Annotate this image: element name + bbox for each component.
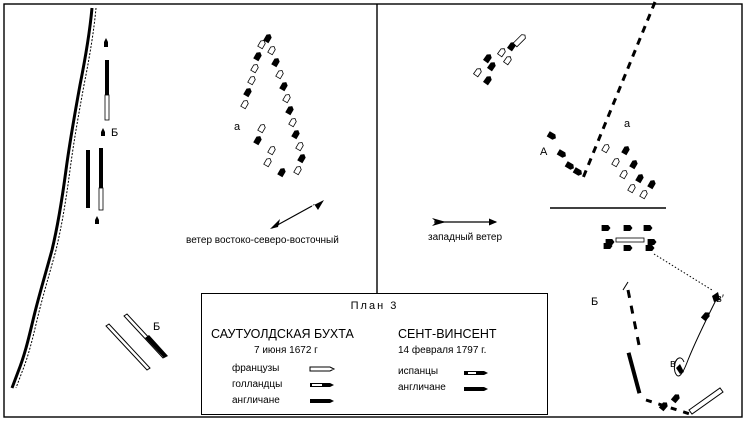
ship-icon — [253, 52, 262, 62]
battle1-name: САУТУОЛДСКАЯ БУХТА — [211, 327, 354, 341]
ship-icon — [263, 158, 272, 168]
left-mark-b-upper: Б — [111, 127, 119, 139]
right-ship-groups — [473, 34, 710, 412]
right-bottom-line — [622, 281, 724, 416]
ship-icon — [639, 190, 648, 200]
legend-box: План 3 САУТУОЛДСКАЯ БУХТА 7 июня 1672 г … — [201, 293, 548, 415]
battle1-date: 7 июня 1672 г — [254, 345, 318, 356]
manoeuvre-ship — [712, 292, 720, 302]
left-ship-columns — [240, 34, 306, 178]
right-dashed-line-main — [581, 1, 657, 179]
dotted-connector — [653, 253, 713, 291]
ship-icon — [271, 58, 280, 68]
ship-icon — [623, 245, 633, 251]
plan-title: План 3 — [350, 300, 399, 312]
ship-icon — [572, 167, 582, 176]
battle2-date: 14 февраля 1797 г. — [398, 345, 487, 356]
ship-icon — [647, 180, 656, 190]
legend-french-symbol — [309, 366, 336, 372]
ship-icon — [621, 146, 630, 156]
ship-icon — [288, 118, 297, 128]
ship-icon — [611, 158, 620, 168]
ship-icon — [601, 144, 610, 154]
ship-icon — [546, 131, 556, 140]
left-wind-arrow-head — [270, 219, 280, 229]
ship-icon — [282, 94, 291, 104]
right-mark-a: а — [624, 118, 631, 130]
manoeuvre-path — [673, 299, 717, 377]
right-mark-A: А — [540, 146, 548, 158]
left-wind-label: ветер востоко-северо-восточный — [186, 235, 339, 246]
left-mark-b-lower: Б — [153, 321, 161, 333]
ship-icon — [643, 225, 653, 231]
left-shore-fleet — [86, 38, 110, 224]
left-mark-a: а — [234, 121, 241, 133]
small-ship-c — [676, 364, 684, 374]
ship-icon — [295, 142, 304, 152]
ship-icon — [619, 170, 628, 180]
ship-icon — [263, 34, 272, 44]
ship-icon — [483, 76, 492, 86]
ship-icon — [473, 68, 482, 78]
legend-symbols — [309, 366, 488, 403]
ship-icon — [250, 64, 259, 74]
ship-icon — [240, 100, 249, 110]
ship-icon — [564, 161, 574, 170]
left-bottom-columns — [105, 313, 168, 371]
ship-icon — [483, 54, 492, 64]
right-mark-B: Б — [591, 296, 599, 308]
ship-icon — [243, 88, 252, 98]
legend-english1-symbol — [310, 399, 334, 403]
ship-icon — [291, 130, 300, 140]
legend-english2-label: англичане — [398, 382, 446, 393]
ship-icon — [627, 184, 636, 194]
right-mark-v: в — [670, 358, 676, 370]
ship-icon — [267, 146, 276, 156]
ship-icon — [556, 149, 566, 158]
ship-icon — [670, 394, 680, 404]
ship-icon — [647, 239, 657, 245]
ship-icon — [645, 245, 655, 251]
left-wind-arrow-feather — [312, 200, 324, 210]
ship-icon — [267, 46, 276, 56]
ship-icon — [277, 168, 286, 178]
legend-english2-symbol — [464, 387, 488, 391]
ship-icon — [629, 160, 638, 170]
ship-icon — [603, 243, 613, 249]
ship-icon — [247, 76, 256, 86]
legend-spanish-label: испанцы — [398, 366, 438, 377]
ship-icon — [601, 225, 611, 231]
outer-frame — [3, 3, 743, 418]
ship-icon — [623, 225, 633, 231]
ship-icon — [512, 34, 526, 48]
legend-english1-label: англичане — [232, 395, 280, 406]
ship-icon — [257, 40, 266, 50]
ship-icon — [497, 48, 506, 58]
ship-icon — [487, 62, 496, 72]
ship-icon — [253, 136, 262, 146]
right-mark-v-prime: в′ — [716, 293, 724, 305]
ship-icon — [257, 124, 266, 134]
ship-icon — [297, 154, 306, 164]
right-wind-feather — [432, 218, 446, 226]
coastline — [10, 7, 94, 389]
legend-dutch-label: голландцы — [232, 379, 283, 390]
ship-icon — [635, 174, 644, 184]
battle2-name: СЕНТ-ВИНСЕНТ — [398, 327, 497, 341]
ship-icon — [503, 56, 512, 66]
ship-icon — [293, 166, 302, 176]
spanish-flagship — [615, 237, 645, 243]
ship-icon — [275, 70, 284, 80]
legend-french-label: французы — [232, 363, 280, 374]
right-wind-label: западный ветер — [428, 232, 503, 243]
ship-icon — [285, 106, 294, 116]
ship-icon — [279, 82, 288, 92]
